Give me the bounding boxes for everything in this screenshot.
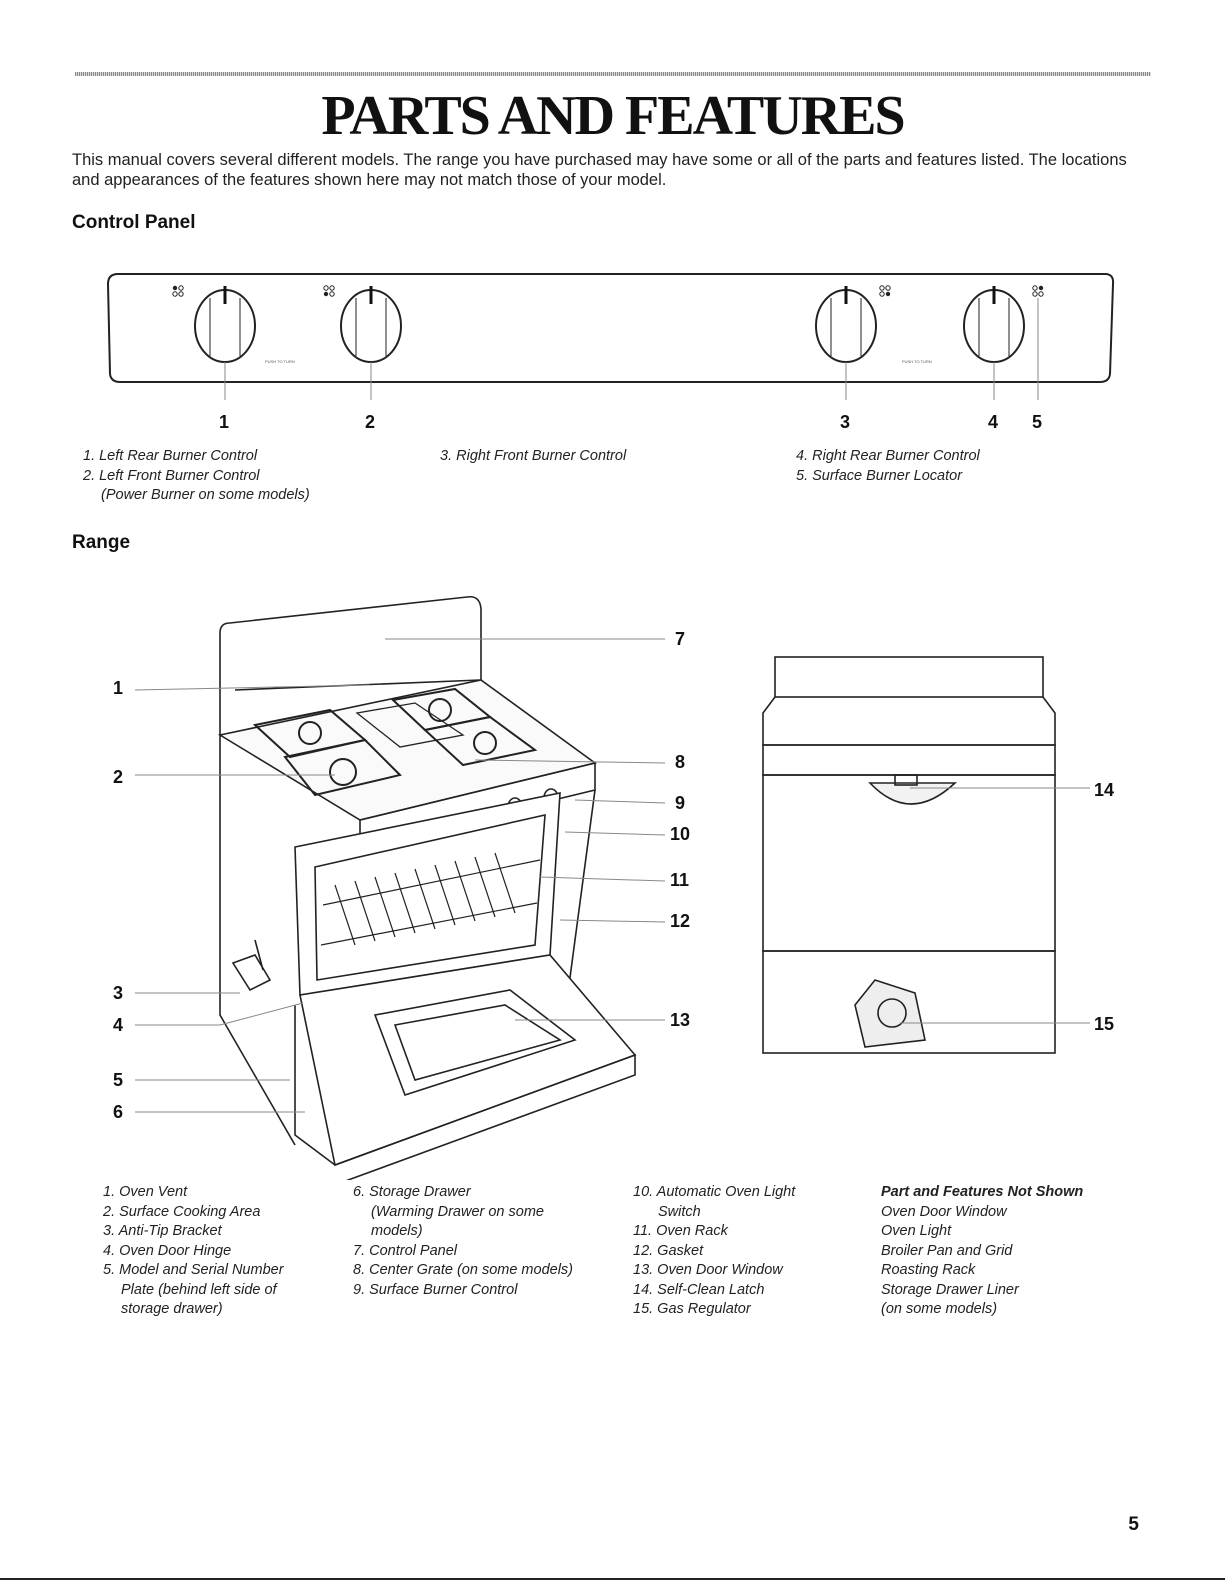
not-shown-item: Oven Light xyxy=(881,1223,952,1239)
cp-callout-5: 5 xyxy=(1032,412,1043,432)
range-legend-item: 5. Model and Serial Number xyxy=(103,1262,284,1278)
range-callout-12: 12 xyxy=(670,911,691,931)
knob-1 xyxy=(172,285,256,400)
cp-legend-item: 3. Right Front Burner Control xyxy=(440,448,627,464)
range-callout-9: 9 xyxy=(675,793,686,813)
knob-3 xyxy=(815,285,891,400)
control-panel-heading: Control Panel xyxy=(72,212,196,233)
cp-callout-2: 2 xyxy=(365,412,376,432)
range-callout-10: 10 xyxy=(670,824,691,844)
control-panel-illustration: PUSH TO TURN PUSH TO TURN xyxy=(106,273,1115,400)
range-callout-14: 14 xyxy=(1094,780,1115,800)
range-heading: Range xyxy=(72,532,131,553)
range-callout-8: 8 xyxy=(675,752,686,772)
not-shown-legend: Part and Features Not Shown Oven Door Wi… xyxy=(881,1183,1131,1320)
not-shown-item: Broiler Pan and Grid xyxy=(881,1242,1013,1259)
not-shown-item: (on some models) xyxy=(881,1301,998,1317)
range-callout-1: 1 xyxy=(113,678,124,698)
range-legend-item: 8. Center Grate (on some models) xyxy=(353,1262,574,1278)
range-legend-item-cont: (Warming Drawer on some xyxy=(371,1203,544,1220)
rear-leader-lines xyxy=(900,787,1090,1024)
range-legend-col2: 6. Storage Drawer (Warming Drawer on som… xyxy=(353,1183,618,1300)
range-legend-item: 2. Surface Cooking Area xyxy=(103,1203,261,1220)
range-callout-11: 11 xyxy=(670,870,690,890)
range-legend-item: 10. Automatic Oven Light xyxy=(633,1184,796,1200)
range-callout-3: 3 xyxy=(113,983,124,1003)
range-legend-item: 1. Oven Vent xyxy=(103,1184,188,1200)
range-legend-col3: 10. Automatic Oven Light Switch 11. Oven… xyxy=(633,1183,863,1320)
cp-legend-item: 1. Left Rear Burner Control xyxy=(83,448,258,464)
range-callout-7: 7 xyxy=(675,629,686,649)
range-callout-13: 13 xyxy=(670,1010,691,1030)
range-legend-item: 12. Gasket xyxy=(633,1242,704,1259)
page-title: PARTS AND FEATURES xyxy=(321,85,905,147)
not-shown-heading: Part and Features Not Shown xyxy=(881,1184,1084,1200)
knob-4 xyxy=(963,285,1044,400)
range-legend-item: 7. Control Panel xyxy=(353,1242,457,1259)
range-legend-item: 9. Surface Burner Control xyxy=(353,1281,518,1298)
cp-callout-4: 4 xyxy=(988,412,999,432)
range-callout-2: 2 xyxy=(113,767,124,787)
cp-callout-3: 3 xyxy=(840,412,851,432)
range-legend-item: 13. Oven Door Window xyxy=(633,1262,783,1278)
range-legend-item: 15. Gas Regulator xyxy=(633,1301,751,1317)
range-callout-15: 15 xyxy=(1094,1014,1115,1034)
page-number: 5 xyxy=(1128,1514,1139,1535)
range-leader-lines xyxy=(134,638,666,1113)
range-callout-5: 5 xyxy=(113,1070,124,1090)
push-to-turn-label-left: PUSH TO TURN xyxy=(265,359,295,364)
intro-paragraph: This manual covers several different mod… xyxy=(72,151,1127,189)
cp-legend-col2: 3. Right Front Burner Control xyxy=(440,447,760,467)
cp-legend-col3: 4. Right Rear Burner Control 5. Surface … xyxy=(796,447,1116,486)
cp-legend-item: 4. Right Rear Burner Control xyxy=(796,448,980,464)
range-rear-view xyxy=(762,656,1056,1054)
cp-legend-item: 5. Surface Burner Locator xyxy=(796,467,963,484)
range-legend-item: 11. Oven Rack xyxy=(633,1223,728,1239)
cp-callout-1: 1 xyxy=(219,412,230,432)
top-rule xyxy=(75,72,1151,76)
range-callout-4: 4 xyxy=(113,1015,124,1035)
not-shown-item: Storage Drawer Liner xyxy=(881,1281,1019,1298)
range-legend-col1: 1. Oven Vent 2. Surface Cooking Area 3. … xyxy=(103,1183,333,1320)
knob-2 xyxy=(323,285,402,400)
not-shown-item: Roasting Rack xyxy=(881,1262,976,1278)
range-legend-item: 4. Oven Door Hinge xyxy=(103,1242,232,1259)
bottom-rule xyxy=(0,1578,1225,1580)
range-legend-item: 14. Self-Clean Latch xyxy=(633,1281,765,1298)
range-legend-item-cont: models) xyxy=(371,1223,423,1239)
not-shown-item: Oven Door Window xyxy=(881,1203,1007,1220)
cp-legend-item-cont: (Power Burner on some models) xyxy=(101,487,310,503)
range-illustration xyxy=(134,595,1090,1180)
range-legend-item: 3. Anti-Tip Bracket xyxy=(103,1223,222,1239)
range-callout-6: 6 xyxy=(113,1102,124,1122)
cp-legend-col1: 1. Left Rear Burner Control 2. Left Fron… xyxy=(83,447,403,506)
push-to-turn-label-right: PUSH TO TURN xyxy=(902,359,932,364)
range-front-view xyxy=(217,595,637,1180)
range-legend-item: 6. Storage Drawer xyxy=(353,1184,471,1200)
range-legend-item-cont: Plate (behind left side of xyxy=(121,1281,277,1298)
range-legend-item-cont: Switch xyxy=(658,1203,701,1220)
cp-legend-item: 2. Left Front Burner Control xyxy=(83,467,260,484)
range-legend-item-cont: storage drawer) xyxy=(121,1301,223,1317)
